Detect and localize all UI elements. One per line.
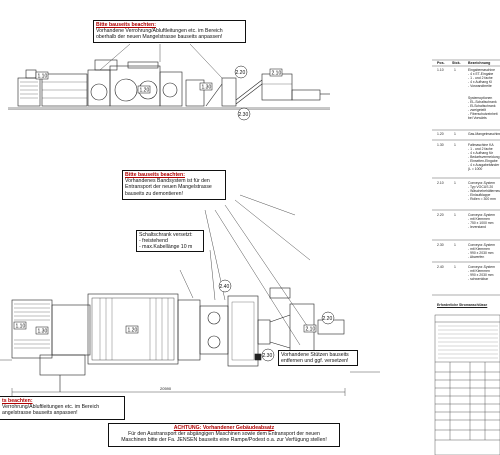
legend-row-line: - schwenkbar: [468, 277, 489, 281]
note-bottom-line-2: Maschinen bitte der Fa. JENSEN bauseits …: [121, 437, 327, 444]
legend-row-line: - EL-Schaltschrank: [468, 100, 497, 104]
legend-row-line: - Vorwandbreite: [468, 84, 492, 88]
note-bottom-left-line-1: Verrohrung/Abluftleitungen etc. im Berei…: [2, 404, 100, 411]
legend-row-line: - mit Klemmen: [468, 269, 490, 273]
tag-1-10-plan: 1.10: [16, 324, 26, 330]
legend-row-pos: 2.30: [437, 243, 444, 247]
legend-row-line: Conveyor-System: [468, 213, 495, 217]
note-bottom-left: ts beachten: Verrohrung/Abluftleitungen …: [0, 396, 125, 420]
legend-row-line: - ELSchaltschrank: [468, 104, 496, 108]
note-middle-line-3: bauseits zu demontieren!: [125, 190, 183, 197]
legend-row-pos: 1.20: [437, 132, 444, 136]
note-top-title: Bitte bauseits beachten:: [96, 22, 156, 28]
dimension-label: 20590: [160, 386, 172, 391]
note-cabinet-line-2: - max.Kabellänge 10 m: [139, 244, 193, 251]
legend-row-line: (L = 1000: [468, 167, 483, 171]
legend-row-line: - 750 x 1000 mm: [468, 221, 494, 225]
legend-row-line: - mit Klemmen: [468, 217, 490, 221]
note-cabinet-title: Schaltschrank versetzt:: [139, 232, 193, 238]
note-top-line-1: Vorhandene Verrohrung/Abluftleitungen et…: [96, 28, 223, 35]
tag-1-10-elev: 1.10: [38, 74, 48, 80]
note-middle: Bitte bauseits beachten: Vorhandenes Ban…: [122, 170, 226, 200]
note-middle-line-1: Vorhandenes Bandsystem ist für den: [125, 178, 210, 185]
legend-row-pos: 1.30: [437, 143, 444, 147]
legend-row-qty: 1: [454, 132, 456, 136]
tag-1-20-elev: 1.20: [140, 88, 150, 94]
legend-table: [432, 59, 500, 455]
legend-header-desc: Bezeichnung: [468, 61, 491, 65]
legend-row-line: - Abwerfen: [468, 255, 485, 259]
legend-row-line: - 4 x Aufhang KI: [468, 80, 493, 84]
note-bottom: ACHTUNG: Vorhandener Gebäudeabsatz Für d…: [108, 423, 340, 447]
legend-row-line: - 990 x 2030 mm: [468, 251, 494, 255]
legend-row-line: - 1 - und 2 fache: [468, 147, 493, 151]
legend-row-line: - Bedarfsvermeidung: [468, 155, 500, 159]
legend-row-line: - zweigeteilt: [468, 108, 486, 112]
note-cabinet-line-1: - freistehend: [139, 238, 168, 245]
tag-2-10-elev: 2.10: [272, 71, 282, 77]
legend-row-line: - Einseiten-Eingabe: [468, 159, 498, 163]
note-bottom-line-1: Für den Austransport der abgängigen Masc…: [128, 431, 320, 438]
tag-1-30-plan: 1.30: [38, 329, 48, 335]
tag-2-30-elev: 2.30: [239, 112, 249, 118]
tag-1-20-plan: 1.20: [128, 328, 138, 334]
legend-row-line: Conveyor-System: [468, 243, 495, 247]
legend-row-line: - 1 - und 2 fache: [468, 76, 493, 80]
side-elevation: [8, 43, 330, 110]
legend-row-line: - 4 x Aufhang für: [468, 151, 493, 155]
note-bottom-left-line-2: angelstrasse bauseits anpassen!: [2, 410, 78, 417]
note-middle-title: Bitte bauseits beachten:: [125, 172, 185, 178]
note-bottom-title: ACHTUNG: Vorhandener Gebäudeabsatz: [173, 425, 275, 431]
plan-tags: 1.10 1.30 1.20 2.40 2.30 2.20 2.10: [13, 279, 335, 362]
legend-row-qty: 1: [454, 243, 456, 247]
tag-2-40-plan: 2.40: [220, 284, 230, 290]
legend-row-line: - Typ VOCUS 20: [468, 185, 494, 189]
legend-row-qty: 1: [454, 181, 456, 185]
legend-row-line: Conveyor-System: [468, 181, 495, 185]
tag-2-10-plan: 2.10: [306, 327, 316, 333]
legend-row-qty: 1: [454, 213, 456, 217]
legend-footer: Erforderliche Stromanschlüsse: [437, 303, 488, 307]
legend-header-qty: Stck.: [452, 61, 461, 65]
legend-row-qty: 1: [454, 265, 456, 269]
legend-row-line: - Wäschebehälterneu: [468, 189, 500, 193]
note-supports: Vorhandene Stützen bauseits entfernen un…: [278, 350, 358, 366]
legend-row-line: Systemoptionen: [468, 96, 493, 100]
tag-2-20-elev: 2.20: [236, 70, 246, 76]
legend-row-pos: 1.10: [437, 68, 444, 72]
legend-row-line: - Rollen = 300 mm: [468, 197, 496, 201]
legend-row-qty: 1: [454, 143, 456, 147]
legend-row-line: - Ieverstand: [468, 225, 486, 229]
tag-2-30-plan: 2.30: [263, 353, 273, 359]
legend-row-line: Eingabemaschine: [468, 68, 495, 72]
legend-row-line: - mit Klemmen: [468, 247, 490, 251]
tag-1-30-elev: 1.30: [202, 85, 212, 91]
note-bottom-left-title: ts beachten:: [2, 398, 33, 404]
legend-row-line: - 990 x 2030 mm: [468, 273, 494, 277]
note-top: Bitte bauseits beachten: Vorhandene Verr…: [93, 20, 246, 43]
legend-row-pos: 2.20: [437, 213, 444, 217]
legend-row-line: Faltmaschine KA: [468, 143, 494, 147]
note-cabinet: Schaltschrank versetzt: - freistehend - …: [136, 230, 204, 252]
note-supports-line-2: entfernen und ggf. versetzen!: [281, 358, 349, 365]
legend-row-line: - Fiberschutzeinheit: [468, 112, 498, 116]
tag-2-20-plan: 2.20: [323, 316, 333, 322]
legend-row-line: - Einlaufklappe: [468, 193, 491, 197]
legend-row-pos: 2.10: [437, 181, 444, 185]
plan-view: [0, 194, 380, 396]
legend-row-qty: 1: [454, 68, 456, 72]
legend-row-line: bei Vorwärts: [468, 116, 487, 120]
legend-header-pos: Pos.: [437, 61, 445, 65]
note-middle-line-2: Entransport der neuen Mangelstrasse: [125, 184, 212, 191]
legend-row-line: Gas-Mangelmaschine: [468, 132, 500, 136]
elevation-tags: 1.10 1.20 1.30 2.10 2.20 2.30: [35, 65, 283, 121]
legend-row-line: - 4 x Ausgabebänder: [468, 163, 500, 167]
note-supports-line-1: Vorhandene Stützen bauseits: [281, 352, 349, 358]
legend-row-line: Conveyor-System: [468, 265, 495, 269]
legend-row-line: - 4 x ET-Eingabe: [468, 72, 494, 76]
legend-row-pos: 2.40: [437, 265, 444, 269]
note-top-line-2: oberhalb der neuen Mangelstrasse bauseit…: [96, 34, 223, 41]
